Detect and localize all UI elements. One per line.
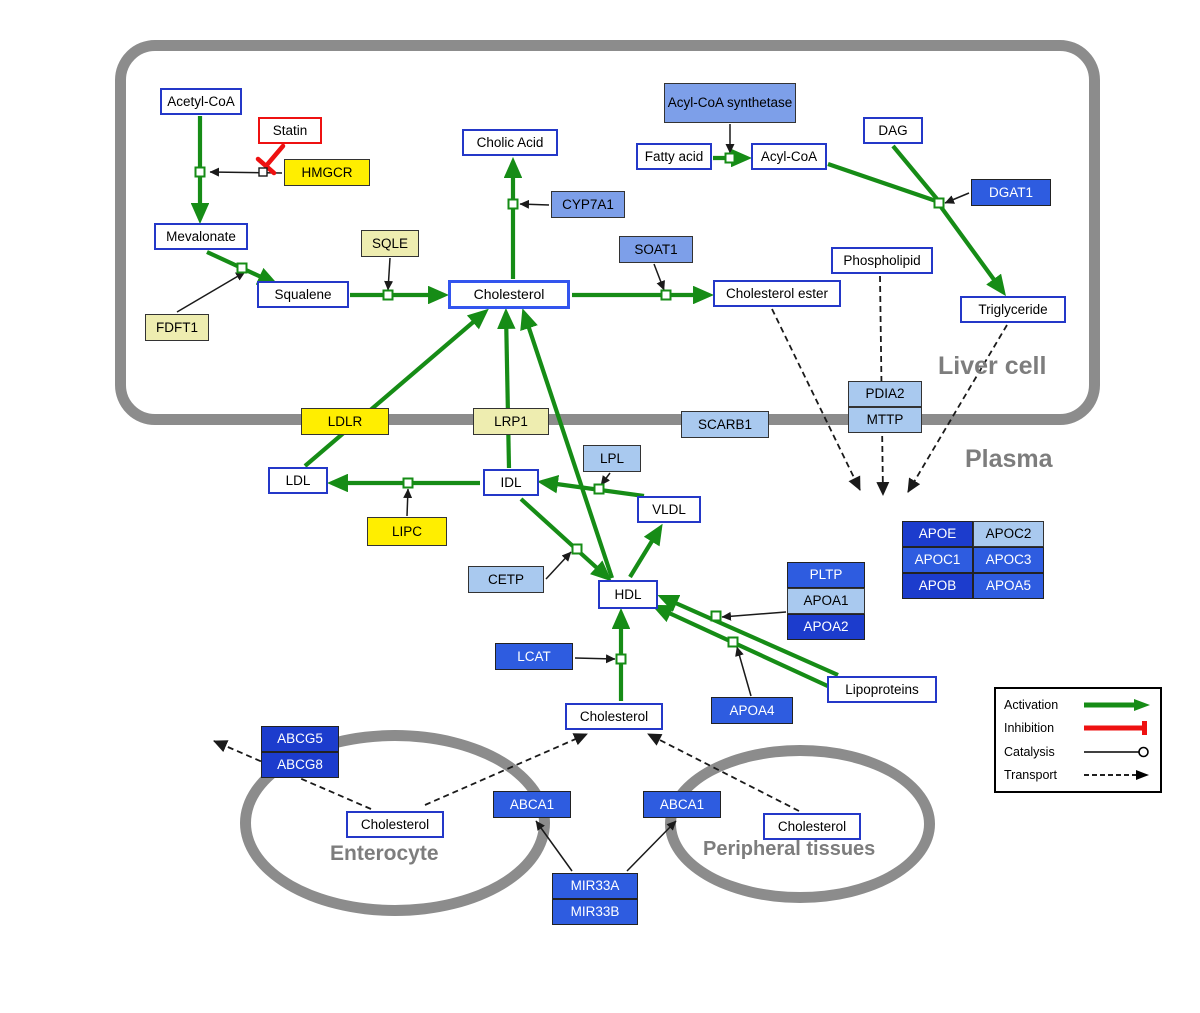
region-label-enterocyte: Enterocyte <box>330 842 439 865</box>
legend: Activation Inhibition Catalysis Transpor… <box>994 687 1162 793</box>
node-apoe[interactable]: APOE <box>902 521 973 547</box>
inhibition-edge <box>255 143 286 176</box>
node-acyl-coa-synthetase[interactable]: Acyl-CoA synthetase <box>664 83 796 123</box>
region-label-peripheral-tissues: Peripheral tissues <box>703 838 876 860</box>
node-mevalonate[interactable]: Mevalonate <box>154 223 248 250</box>
node-idl[interactable]: IDL <box>483 469 539 496</box>
node-apoc1[interactable]: APOC1 <box>902 547 973 573</box>
node-scarb1[interactable]: SCARB1 <box>681 411 769 438</box>
node-hdl[interactable]: HDL <box>598 580 658 609</box>
node-dgat1[interactable]: DGAT1 <box>971 179 1051 206</box>
node-apoa1[interactable]: APOA1 <box>787 588 865 614</box>
node-squalene[interactable]: Squalene <box>257 281 349 308</box>
node-lipoproteins[interactable]: Lipoproteins <box>827 676 937 703</box>
node-lpl[interactable]: LPL <box>583 445 641 472</box>
node-ldl[interactable]: LDL <box>268 467 328 494</box>
node-acetyl-coa[interactable]: Acetyl-CoA <box>160 88 242 115</box>
node-cholesterol-ester[interactable]: Cholesterol ester <box>713 280 841 307</box>
legend-inhibition-label: Inhibition <box>1004 721 1055 736</box>
node-vldl[interactable]: VLDL <box>637 496 701 523</box>
node-abca1-peripheral[interactable]: ABCA1 <box>643 791 721 818</box>
legend-row-transport: Transport <box>1004 765 1152 785</box>
node-lcat[interactable]: LCAT <box>495 643 573 670</box>
node-cyp7a1[interactable]: CYP7A1 <box>551 191 625 218</box>
node-soat1[interactable]: SOAT1 <box>619 236 693 263</box>
reaction-nodes <box>194 152 945 665</box>
activation-arrow-icon <box>1084 699 1150 711</box>
activation-edges <box>190 116 1006 701</box>
node-fatty-acid[interactable]: Fatty acid <box>636 143 712 170</box>
node-mir33b[interactable]: MIR33B <box>552 899 638 925</box>
node-apoa2[interactable]: APOA2 <box>787 614 865 640</box>
transport-dashed-arrow-icon <box>1084 769 1149 780</box>
node-cholic-acid[interactable]: Cholic Acid <box>462 129 558 156</box>
node-dag[interactable]: DAG <box>863 117 923 144</box>
node-hmgcr[interactable]: HMGCR <box>284 159 370 186</box>
node-triglyceride[interactable]: Triglyceride <box>960 296 1066 323</box>
node-lrp1[interactable]: LRP1 <box>473 408 549 435</box>
legend-activation-label: Activation <box>1004 698 1059 712</box>
legend-transport-label: Transport <box>1004 767 1058 782</box>
node-cholesterol-enterocyte[interactable]: Cholesterol <box>346 811 444 838</box>
region-label-liver-cell: Liver cell <box>938 352 1047 380</box>
node-pltp[interactable]: PLTP <box>787 562 865 588</box>
node-mir33a[interactable]: MIR33A <box>552 873 638 899</box>
inhibition-tbar-icon <box>1084 721 1147 736</box>
legend-catalysis-label: Catalysis <box>1004 744 1055 759</box>
node-abcg8[interactable]: ABCG8 <box>261 752 339 778</box>
node-cholesterol-liver[interactable]: Cholesterol <box>448 280 570 309</box>
legend-row-inhibition: Inhibition <box>1004 718 1152 738</box>
node-cholesterol-plasma[interactable]: Cholesterol <box>565 703 663 730</box>
region-label-plasma: Plasma <box>965 445 1053 473</box>
node-cholesterol-peripheral[interactable]: Cholesterol <box>763 813 861 840</box>
node-mttp[interactable]: MTTP <box>848 407 922 433</box>
node-acyl-coa[interactable]: Acyl-CoA <box>751 143 827 170</box>
node-apoc3[interactable]: APOC3 <box>973 547 1044 573</box>
liver-cell-membrane <box>115 40 1100 425</box>
catalysis-edges <box>176 124 970 872</box>
legend-row-activation: Activation <box>1004 695 1152 715</box>
node-abcg5[interactable]: ABCG5 <box>261 726 339 752</box>
node-abca1-enterocyte[interactable]: ABCA1 <box>493 791 571 818</box>
node-apob[interactable]: APOB <box>902 573 973 599</box>
node-pdia2[interactable]: PDIA2 <box>848 381 922 407</box>
node-fdft1[interactable]: FDFT1 <box>145 314 209 341</box>
catalysis-circle-icon <box>1084 746 1149 757</box>
node-apoc2[interactable]: APOC2 <box>973 521 1044 547</box>
node-phospholipid[interactable]: Phospholipid <box>831 247 933 274</box>
node-cetp[interactable]: CETP <box>468 566 544 593</box>
node-lipc[interactable]: LIPC <box>367 517 447 546</box>
node-ldlr[interactable]: LDLR <box>301 408 389 435</box>
node-statin[interactable]: Statin <box>258 117 322 144</box>
legend-row-catalysis: Catalysis <box>1004 742 1152 762</box>
node-apoa4[interactable]: APOA4 <box>711 697 793 724</box>
node-sqle[interactable]: SQLE <box>361 230 419 257</box>
node-apoa5[interactable]: APOA5 <box>973 573 1044 599</box>
